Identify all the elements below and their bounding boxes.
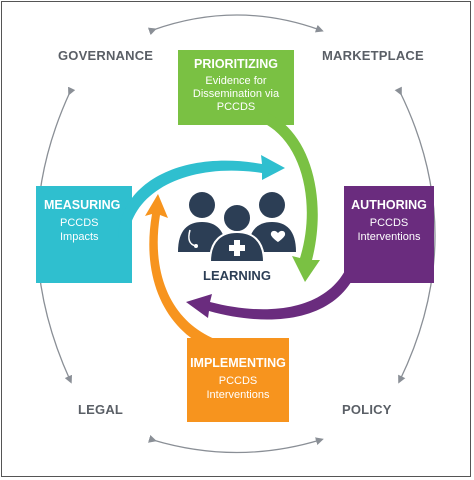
outer-arrow-bottom xyxy=(148,435,324,454)
outer-arrow-right xyxy=(394,86,436,384)
measuring-line-2: Impacts xyxy=(60,231,99,243)
authoring-line-2: Interventions xyxy=(357,231,421,243)
governance-label: GOVERNANCE xyxy=(58,48,154,63)
learning-label: LEARNING xyxy=(203,268,271,283)
authoring-box xyxy=(344,186,434,283)
marketplace-label: MARKETPLACE xyxy=(322,48,424,63)
prioritizing-line-3: PCCDS xyxy=(216,101,256,113)
measuring-line-1: PCCDS xyxy=(60,217,99,229)
outer-arrow-top xyxy=(147,14,324,36)
orange-cycle-arrow xyxy=(145,194,238,356)
prioritizing-title: PRIORITIZING xyxy=(193,57,279,71)
implementing-title: IMPLEMENTING xyxy=(190,356,286,370)
green-cycle-arrow xyxy=(250,108,320,282)
prioritizing-box xyxy=(178,50,294,125)
prioritizing-line-1: Evidence for xyxy=(205,75,267,87)
implementing-line-1: PCCDS xyxy=(218,375,258,387)
measuring-box xyxy=(36,186,132,283)
implementing-line-2: Interventions xyxy=(206,389,270,401)
authoring-line-1: PCCDS xyxy=(369,217,409,229)
legal-label: LEGAL xyxy=(78,402,124,417)
authoring-title: AUTHORING xyxy=(351,198,427,212)
cyan-cycle-arrow xyxy=(118,155,285,238)
care-team-icon xyxy=(178,192,296,263)
policy-label: POLICY xyxy=(342,402,392,417)
measuring-title: MEASURING xyxy=(44,198,121,212)
purple-cycle-arrow xyxy=(186,252,362,320)
prioritizing-line-2: Dissemination via xyxy=(192,88,280,100)
